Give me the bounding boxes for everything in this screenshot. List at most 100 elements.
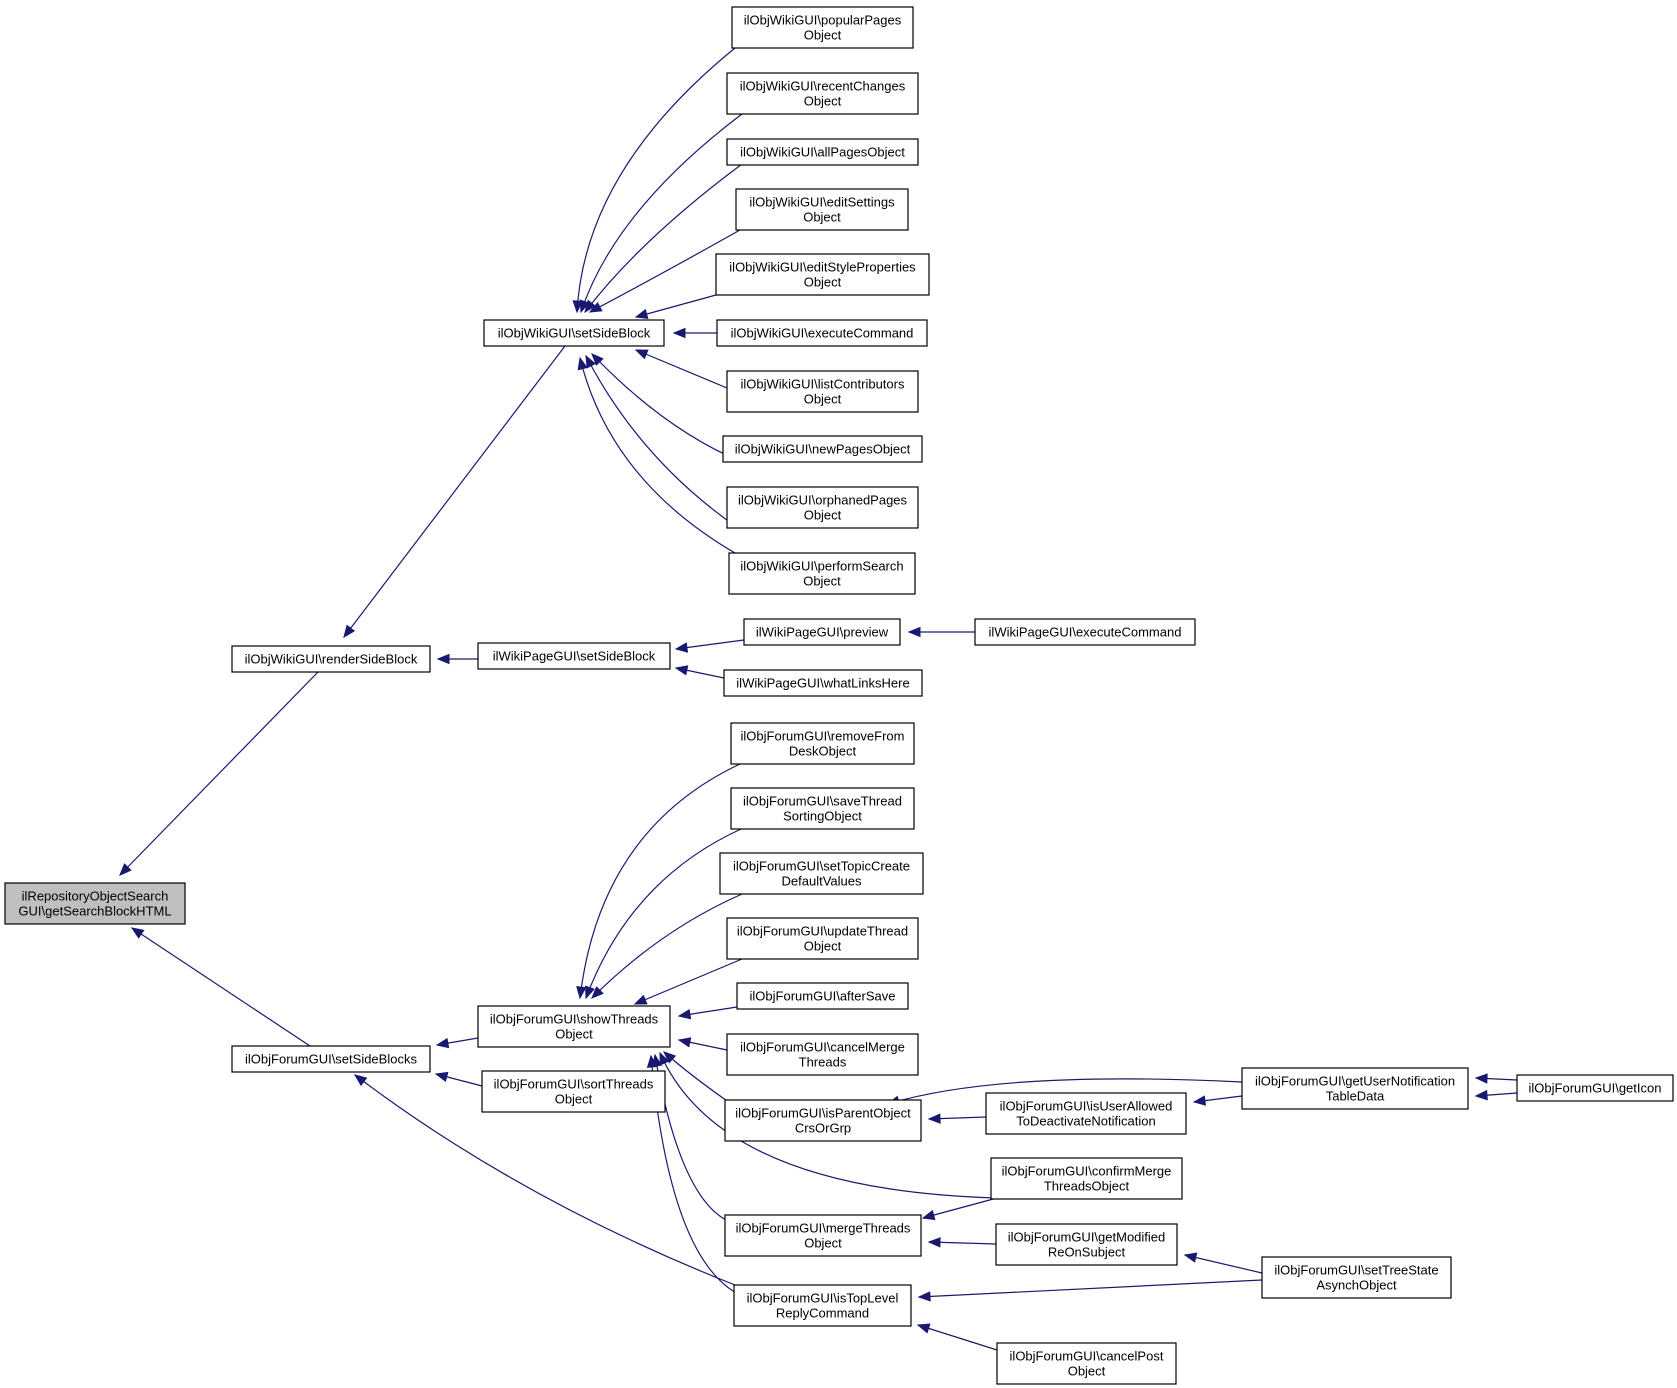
call-edge (589, 229, 741, 313)
node-label: AsynchObject (1316, 1278, 1397, 1293)
graph-node-whatLinksHere[interactable]: ilWikiPageGUI\whatLinksHere (723, 669, 923, 697)
node-box (733, 1284, 912, 1327)
node-label: Object (803, 574, 841, 589)
node-label: Object (555, 1027, 593, 1042)
graph-node-wikiSetSideBlock[interactable]: ilObjWikiGUI\setSideBlock (483, 319, 665, 347)
call-edge (580, 113, 743, 313)
edge-arrowhead (436, 653, 450, 665)
node-box (726, 1033, 919, 1076)
node-box (726, 370, 919, 413)
node-box (477, 642, 671, 670)
edge-arrowhead (672, 327, 686, 339)
graph-node-pageExecuteCommand[interactable]: ilWikiPageGUI\executeCommand (974, 618, 1196, 646)
node-label: ilWikiPageGUI\executeCommand (989, 625, 1182, 640)
edge-arrowhead (634, 308, 649, 320)
node-label: Object (804, 28, 842, 43)
node-box (974, 618, 1196, 646)
graph-node-isUserAllowed[interactable]: ilObjForumGUI\isUserAllowedToDeactivateN… (985, 1092, 1187, 1135)
node-box (735, 188, 909, 231)
call-edge (131, 927, 311, 1047)
node-label: ToDeactivateNotification (1016, 1114, 1155, 1129)
call-edge (584, 163, 743, 313)
graph-node-allPages[interactable]: ilObjWikiGUI\allPagesObject (726, 138, 919, 166)
node-label: ilObjForumGUI\afterSave (750, 989, 896, 1004)
graph-node-getUserNotification[interactable]: ilObjForumGUI\getUserNotificationTableDa… (1241, 1067, 1469, 1110)
graph-node-newPages[interactable]: ilObjWikiGUI\newPagesObject (722, 435, 923, 463)
graph-node-preview[interactable]: ilWikiPageGUI\preview (743, 618, 901, 646)
node-label: ReOnSubject (1048, 1245, 1126, 1260)
node-box (726, 917, 919, 960)
graph-node-getIcon[interactable]: ilObjForumGUI\getIcon (1516, 1074, 1674, 1102)
node-label: ilObjForumGUI\removeFrom (741, 729, 905, 744)
node-label: SortingObject (783, 809, 862, 824)
node-label: ilObjWikiGUI\executeCommand (731, 326, 914, 341)
call-edge (585, 355, 739, 529)
node-label: ilObjForumGUI\isParentObject (735, 1106, 911, 1121)
call-graph-edges (119, 47, 1518, 1351)
graph-node-setTopicCreate[interactable]: ilObjForumGUI\setTopicCreateDefaultValue… (719, 852, 924, 895)
node-label: ilObjForumGUI\mergeThreads (736, 1221, 911, 1236)
node-label: ilObjForumGUI\cancelMerge (740, 1040, 905, 1055)
call-edge (119, 671, 319, 876)
node-label: Object (803, 210, 841, 225)
call-edge (579, 763, 741, 999)
edge-arrowhead (1474, 1073, 1488, 1084)
node-label: Object (1068, 1364, 1106, 1379)
call-edge (591, 353, 743, 463)
node-box (724, 1214, 922, 1257)
edge-arrowhead (343, 624, 356, 639)
edge-arrowhead (130, 927, 145, 939)
node-label: ilObjForumGUI\confirmMerge (1002, 1164, 1172, 1179)
edge-arrowhead (585, 985, 595, 1000)
node-box (477, 1005, 671, 1048)
edge-arrowhead (927, 1237, 941, 1248)
node-box (1261, 1256, 1452, 1299)
node-label: Object (804, 275, 842, 290)
edge-arrowhead (576, 985, 587, 1000)
node-box (736, 982, 909, 1010)
edge-arrowhead (646, 1054, 658, 1068)
node-box (995, 1223, 1178, 1266)
node-label: ReplyCommand (776, 1306, 869, 1321)
node-label: Object (804, 1236, 842, 1251)
edge-arrowhead (591, 353, 604, 366)
graph-node-root[interactable]: ilRepositoryObjectSearchGUI\getSearchBlo… (4, 882, 186, 925)
node-label: ilObjForumGUI\sortThreads (494, 1077, 654, 1092)
graph-node-afterSave[interactable]: ilObjForumGUI\afterSave (736, 982, 909, 1010)
node-box (730, 722, 915, 765)
edge-arrowhead (591, 986, 604, 999)
graph-node-pageSetSideBlock[interactable]: ilWikiPageGUI\setSideBlock (477, 642, 671, 670)
node-label: Object (804, 94, 842, 109)
node-label: ilObjForumGUI\cancelPost (1010, 1349, 1164, 1364)
node-label: ilObjForumGUI\setTopicCreate (733, 859, 910, 874)
graph-node-wikiExecuteCommand[interactable]: ilObjWikiGUI\executeCommand (716, 319, 928, 347)
node-box (726, 138, 919, 166)
call-edge (918, 1279, 1263, 1298)
graph-node-setSideBlocks[interactable]: ilObjForumGUI\setSideBlocks (231, 1045, 431, 1073)
call-edge (354, 1074, 736, 1286)
node-box (731, 6, 914, 49)
graph-node-renderSideBlock[interactable]: ilObjWikiGUI\renderSideBlock (231, 645, 431, 673)
node-label: TableData (1326, 1089, 1385, 1104)
